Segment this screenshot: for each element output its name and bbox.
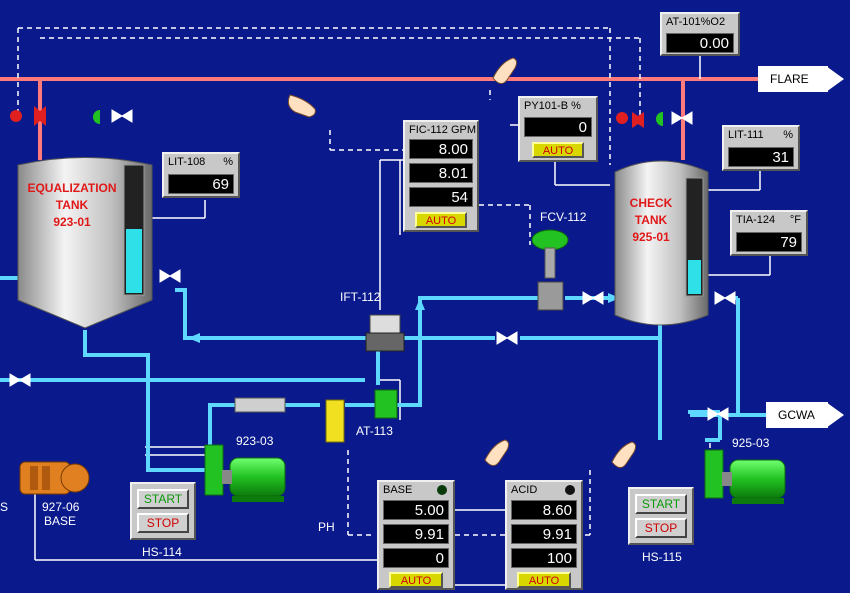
lit111-indicator[interactable]: LIT-111 % 31 xyxy=(722,125,800,171)
base-status-icon xyxy=(437,485,447,495)
tia124-indicator[interactable]: TIA-124 °F 79 xyxy=(730,210,808,256)
base-output[interactable]: 0 xyxy=(383,548,449,568)
acid-tag: ACID xyxy=(511,484,538,496)
fic112-process-value: 8.01 xyxy=(409,163,473,183)
edge-label: S xyxy=(0,500,9,514)
lit108-unit: % xyxy=(223,156,233,168)
pump-923-03 xyxy=(204,444,286,502)
green-actuators xyxy=(93,110,663,126)
check-level-bar xyxy=(688,260,701,294)
base-controller[interactable]: BASE 5.00 9.91 0 AUTO xyxy=(377,480,455,590)
ph-label: PH xyxy=(318,520,335,534)
at101-indicator[interactable]: AT-101%O2 0.00 xyxy=(660,12,740,56)
pump-925-03 xyxy=(704,449,786,504)
tia124-value: 79 xyxy=(736,232,802,252)
acid-controller[interactable]: ACID 8.60 9.91 100 AUTO xyxy=(505,480,583,590)
acid-setpoint[interactable]: 8.60 xyxy=(511,500,577,520)
hs115-panel: START STOP xyxy=(628,487,694,545)
flare-arrow-icon xyxy=(826,66,844,92)
py101b-value[interactable]: 0 xyxy=(524,117,592,137)
pump927-label-1: 927-06 xyxy=(42,500,80,514)
flare-destination: FLARE xyxy=(758,66,828,92)
fic112-output[interactable]: 54 xyxy=(409,187,473,207)
tank-label-line: 923-01 xyxy=(53,215,91,229)
fic112-controller[interactable]: FIC-112 GPM 8.00 8.01 54 AUTO xyxy=(403,120,479,232)
fic112-tag: FIC-112 GPM xyxy=(409,124,477,136)
hs115-label: HS-115 xyxy=(642,550,682,564)
fcv-112-valve xyxy=(531,229,569,311)
acid-process-value: 9.91 xyxy=(511,524,577,544)
pump923-label: 923-03 xyxy=(236,434,274,448)
lit108-value: 69 xyxy=(168,174,234,194)
gcwa-destination: GCWA xyxy=(766,402,828,428)
hs115-start-button[interactable]: START xyxy=(635,494,687,514)
fcv112-label: FCV-112 xyxy=(540,210,587,224)
pump925-label: 925-03 xyxy=(732,436,770,450)
py101b-auto-button[interactable]: AUTO xyxy=(532,142,584,158)
lit108-indicator[interactable]: LIT-108 % 69 xyxy=(162,152,240,198)
lit111-value: 31 xyxy=(728,147,794,167)
hs114-panel: START STOP xyxy=(130,482,196,540)
hand-icon[interactable] xyxy=(492,57,518,84)
py101b-tag: PY101-B % xyxy=(524,100,581,112)
tank-label-line: TANK xyxy=(634,213,668,227)
tank-label-line: EQUALIZATION xyxy=(27,181,117,195)
pump-927-06 xyxy=(19,461,90,495)
flare-valves xyxy=(10,106,644,128)
base-process-value: 9.91 xyxy=(383,524,449,544)
lit111-tag: LIT-111 xyxy=(728,129,764,141)
inline-instruments xyxy=(234,389,398,443)
hand-icon[interactable] xyxy=(484,439,510,466)
flow-arrows xyxy=(188,293,620,343)
process-lines xyxy=(0,276,770,472)
acid-status-icon xyxy=(565,485,575,495)
ift112-label: IFT-112 xyxy=(340,290,381,304)
hs114-stop-button[interactable]: STOP xyxy=(137,513,189,533)
tank-label-line: TANK xyxy=(55,198,89,212)
ift-112-transmitter xyxy=(365,314,405,352)
tia124-tag: TIA-124 xyxy=(736,214,776,226)
acid-output[interactable]: 100 xyxy=(511,548,577,568)
equalization-tank xyxy=(17,157,153,329)
tia124-unit: °F xyxy=(789,214,801,226)
pump927-label-2: BASE xyxy=(44,514,77,528)
signal-lines xyxy=(17,27,711,536)
hand-icon[interactable] xyxy=(287,94,316,118)
base-setpoint[interactable]: 5.00 xyxy=(383,500,449,520)
hand-icon[interactable] xyxy=(611,441,637,468)
gcwa-arrow-icon xyxy=(826,402,844,428)
lit111-unit: % xyxy=(783,129,793,141)
py101b-controller[interactable]: PY101-B % 0 AUTO xyxy=(518,96,598,162)
tank-label-line: 925-01 xyxy=(632,230,670,244)
lit108-tag: LIT-108 xyxy=(168,156,206,168)
hs114-label: HS-114 xyxy=(142,545,182,559)
hs114-start-button[interactable]: START xyxy=(137,489,189,509)
at113-label: AT-113 xyxy=(356,424,393,438)
equalization-level-bar xyxy=(126,229,142,293)
equalization-tank-label: EQUALIZATION TANK 923-01 xyxy=(20,180,124,231)
base-auto-button[interactable]: AUTO xyxy=(389,572,443,588)
base-tag: BASE xyxy=(383,484,413,496)
check-tank-label: CHECK TANK 925-01 xyxy=(618,195,684,246)
hs115-stop-button[interactable]: STOP xyxy=(635,518,687,538)
check-tank xyxy=(614,160,709,326)
fic112-setpoint[interactable]: 8.00 xyxy=(409,139,473,159)
tank-label-line: CHECK xyxy=(629,196,673,210)
at101-tag: AT-101%O2 xyxy=(666,16,726,28)
acid-auto-button[interactable]: AUTO xyxy=(517,572,571,588)
fic112-auto-button[interactable]: AUTO xyxy=(415,212,467,228)
at101-value: 0.00 xyxy=(666,33,734,53)
valves xyxy=(9,109,736,421)
